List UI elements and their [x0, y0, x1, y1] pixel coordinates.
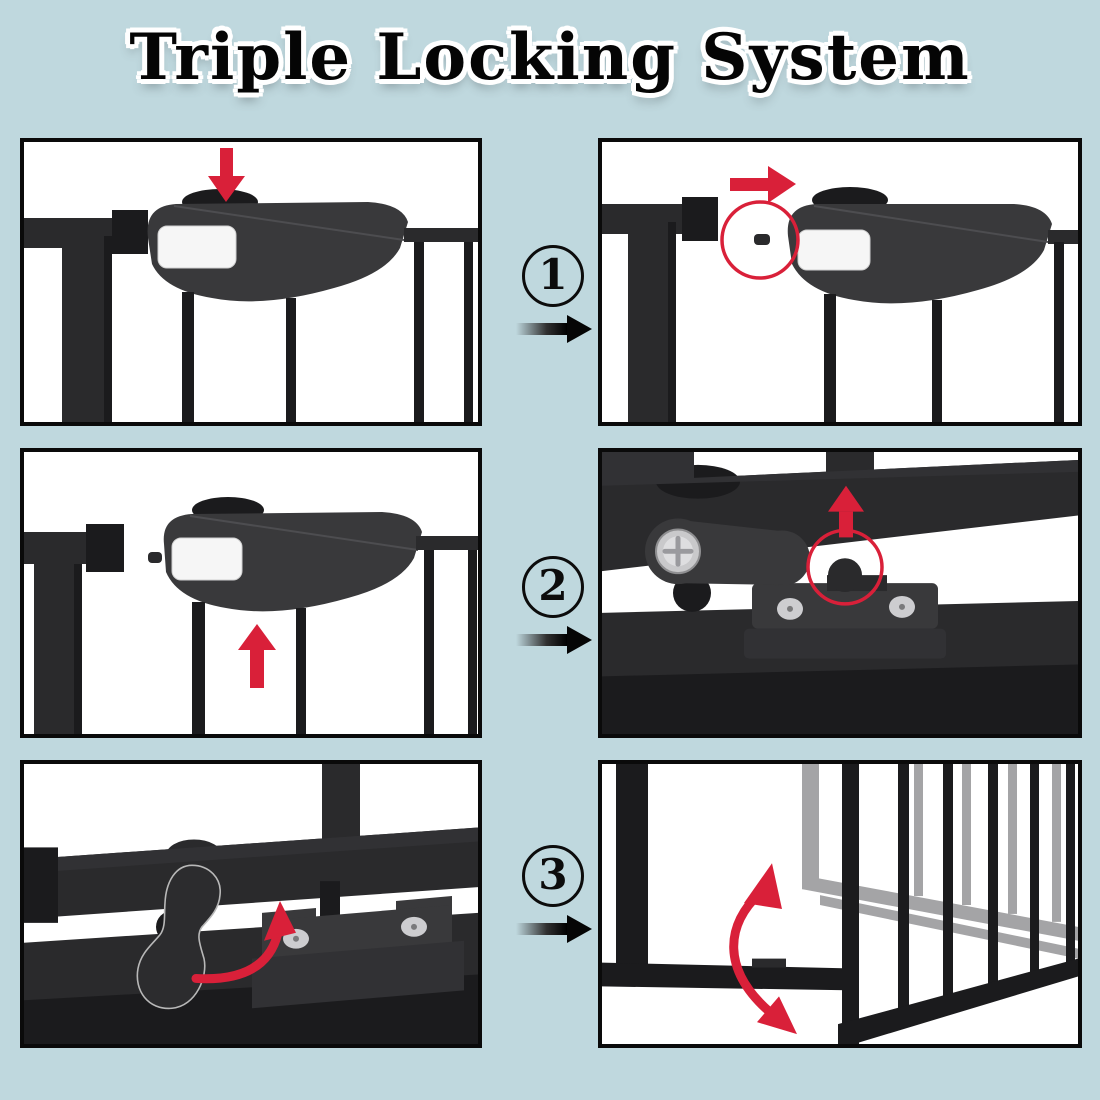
gate-lock-illustration: [24, 148, 478, 422]
gate-lock-illustration: [602, 166, 1078, 422]
gate-swing-illustration: [602, 764, 1078, 1044]
step-2-badge: 2: [522, 556, 584, 618]
red-right-arrow-icon: [730, 166, 796, 203]
step-3-connector: 3: [514, 845, 592, 945]
panel-step2-lift-handle: [20, 448, 482, 738]
gate-frame: [602, 764, 1078, 1044]
panel-step3-rotate-lever: [20, 760, 482, 1048]
panel-step2-bottom-latch: [598, 448, 1082, 738]
step-1-connector: 1: [514, 245, 592, 345]
red-swing-arrow-icon: [729, 863, 797, 1035]
panel-step1-slide-handle: [598, 138, 1082, 426]
step-3-number: 3: [538, 850, 568, 899]
black-right-arrow-icon: [516, 915, 592, 943]
step-3-badge: 3: [522, 845, 584, 907]
red-down-arrow-icon: [208, 148, 245, 202]
panel-step3-gate-swings: [598, 760, 1082, 1048]
black-right-arrow-icon: [516, 626, 592, 654]
red-up-arrow-icon: [828, 485, 864, 538]
black-right-arrow-icon: [516, 315, 592, 343]
red-up-arrow-icon: [238, 624, 276, 688]
bottom-latch-illustration: [602, 452, 1078, 734]
panel-step1-press-handle: [20, 138, 482, 426]
step-2-number: 2: [538, 561, 568, 610]
step-2-connector: 2: [514, 556, 592, 656]
red-curved-arrow-icon: [191, 901, 296, 984]
highlight-circle-icon: [720, 200, 800, 280]
page-title: Triple Locking System: [129, 20, 971, 95]
release-lever-outline: [136, 864, 221, 1010]
step-1-number: 1: [538, 250, 568, 299]
step-1-badge: 1: [522, 245, 584, 307]
release-lever: [645, 518, 810, 612]
gate-lock-illustration: [24, 497, 478, 734]
floor-lever-illustration: [24, 764, 478, 1044]
